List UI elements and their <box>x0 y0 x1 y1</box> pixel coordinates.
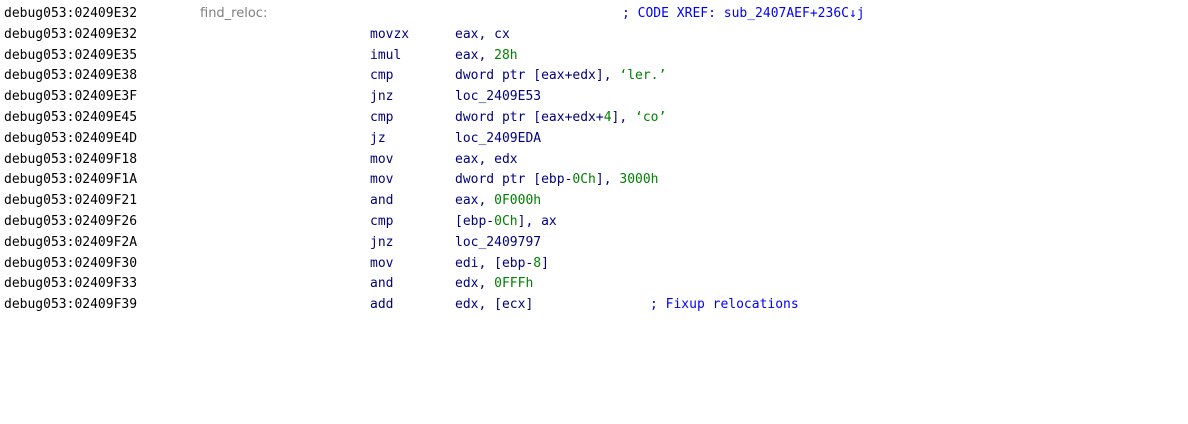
mnemonic[interactable]: jz <box>370 130 386 146</box>
operand-text[interactable]: edx, [ecx] <box>455 297 534 313</box>
operand-text[interactable]: ], ax <box>517 214 557 229</box>
disasm-line[interactable]: debug053:02409F33 and edx, 0FFFh <box>0 274 1188 294</box>
address[interactable]: debug053:02409E38 <box>4 68 138 84</box>
operands[interactable]: edx, [ecx] <box>455 295 533 315</box>
address[interactable]: debug053:02409E32 <box>4 6 138 21</box>
operand-text[interactable]: eax, edx <box>455 151 518 167</box>
numeric-operand[interactable]: 0Ch <box>494 214 518 229</box>
mnemonic[interactable]: cmp <box>370 214 394 229</box>
string-operand[interactable]: ‘ler.’ <box>619 68 667 84</box>
operand-text[interactable]: loc_2409E53 <box>455 89 542 105</box>
operand-text[interactable]: dword ptr [ebp- <box>455 172 573 188</box>
operands[interactable]: eax, 0F000h <box>455 191 541 211</box>
numeric-operand[interactable]: 28h <box>494 47 518 63</box>
mnemonic[interactable]: cmp <box>370 110 394 125</box>
operand-text[interactable]: ], <box>611 110 636 125</box>
operand-text[interactable]: edx, <box>455 276 495 292</box>
operands[interactable]: dword ptr [ebp-0Ch], 3000h <box>455 170 659 190</box>
mnemonic[interactable]: and <box>370 193 394 209</box>
string-operand[interactable]: ‘co’ <box>635 110 667 125</box>
mnemonic[interactable]: jnz <box>370 89 394 105</box>
address[interactable]: debug053:02409F1A <box>4 172 138 188</box>
operands[interactable]: [ebp-0Ch], ax <box>455 212 557 232</box>
code-label[interactable]: find_reloc: <box>200 4 267 24</box>
numeric-operand[interactable]: 0F000h <box>494 193 542 209</box>
mnemonic[interactable]: mov <box>370 255 394 271</box>
disasm-line[interactable]: debug053:02409E35 imul eax, 28h <box>0 46 1188 66</box>
operand-text[interactable]: loc_2409797 <box>455 234 542 250</box>
mnemonic[interactable]: jnz <box>370 234 394 250</box>
operands[interactable]: eax, cx <box>455 25 510 45</box>
numeric-operand[interactable]: 8 <box>533 255 542 271</box>
disasm-line[interactable]: debug053:02409E32 find_reloc: ; CODE XREF:… <box>0 4 1188 24</box>
disasm-line[interactable]: debug053:02409E38 cmp dword ptr [eax+edx],… <box>0 66 1188 86</box>
mnemonic[interactable]: imul <box>370 47 402 63</box>
disasm-line[interactable]: debug053:02409F39 add edx, [ecx] ; Fixup re… <box>0 295 1188 315</box>
disasm-line[interactable]: debug053:02409F26 cmp [ebp-0Ch], ax <box>0 212 1188 232</box>
disasm-line[interactable]: debug053:02409E32 movzx eax, cx <box>0 25 1188 45</box>
operand-text[interactable]: dword ptr [eax+edx], <box>455 68 620 84</box>
address[interactable]: debug053:02409F39 <box>4 297 138 313</box>
operands[interactable]: dword ptr [eax+edx], ‘ler.’ <box>455 66 666 86</box>
operands[interactable]: edi, [ebp-8] <box>455 254 549 274</box>
operand-text[interactable]: [ebp- <box>455 214 495 229</box>
disasm-line[interactable]: debug053:02409E3F jnz loc_2409E53 <box>0 87 1188 107</box>
address[interactable]: debug053:02409F33 <box>4 276 138 292</box>
operands[interactable]: edx, 0FFFh <box>455 274 533 294</box>
address[interactable]: debug053:02409E35 <box>4 47 138 63</box>
operands[interactable]: dword ptr [eax+edx+4], ‘co’ <box>455 108 666 128</box>
disasm-line[interactable]: debug053:02409F21 and eax, 0F000h <box>0 191 1188 211</box>
disasm-line[interactable]: debug053:02409E4D jz loc_2409EDA <box>0 129 1188 149</box>
operands[interactable]: eax, 28h <box>455 46 518 66</box>
numeric-operand[interactable]: 0Ch <box>572 172 596 188</box>
address[interactable]: debug053:02409F21 <box>4 193 138 209</box>
mnemonic[interactable]: cmp <box>370 68 394 84</box>
numeric-operand[interactable]: 4 <box>603 110 612 125</box>
address[interactable]: debug053:02409E45 <box>4 110 138 125</box>
address[interactable]: debug053:02409F18 <box>4 151 138 167</box>
operand-text[interactable]: edi, [ebp- <box>455 255 534 271</box>
operands[interactable]: loc_2409797 <box>455 233 541 253</box>
label-colon: : <box>262 6 268 21</box>
disasm-line[interactable]: debug053:02409F18 mov eax, edx <box>0 150 1188 170</box>
address[interactable]: debug053:02409F2A <box>4 234 138 250</box>
operand-text[interactable]: eax, <box>455 193 495 209</box>
mnemonic[interactable]: movzx <box>370 26 410 42</box>
numeric-operand[interactable]: 3000h <box>619 172 659 188</box>
mnemonic[interactable]: and <box>370 276 394 292</box>
disasm-line[interactable]: debug053:02409F1A mov dword ptr [ebp-0Ch],… <box>0 170 1188 190</box>
address[interactable]: debug053:02409E32 <box>4 26 138 42</box>
operands[interactable]: loc_2409E53 <box>455 87 541 107</box>
operand-text[interactable]: ] <box>541 255 549 271</box>
address[interactable]: debug053:02409F30 <box>4 255 138 271</box>
comment: ; Fixup relocations <box>650 297 799 313</box>
operand-text[interactable]: eax, cx <box>455 26 510 42</box>
operand-text[interactable]: loc_2409EDA <box>455 130 542 146</box>
comment: ; CODE XREF: sub_2407AEF+236C↓j <box>622 6 865 21</box>
operands[interactable]: loc_2409EDA <box>455 129 541 149</box>
numeric-operand[interactable]: 0FFFh <box>494 276 534 292</box>
disasm-line[interactable]: debug053:02409F2A jnz loc_2409797 <box>0 233 1188 253</box>
address[interactable]: debug053:02409E4D <box>4 130 138 146</box>
address[interactable]: debug053:02409F26 <box>4 214 138 229</box>
mnemonic[interactable]: add <box>370 297 394 313</box>
operand-text[interactable]: ], <box>595 172 620 188</box>
code-label-text[interactable]: find_reloc <box>200 6 263 21</box>
mnemonic[interactable]: mov <box>370 172 394 188</box>
disasm-line[interactable]: debug053:02409E45 cmp dword ptr [eax+edx+4… <box>0 108 1188 128</box>
operands[interactable]: eax, edx <box>455 150 518 170</box>
mnemonic[interactable]: mov <box>370 151 394 167</box>
disasm-line[interactable]: debug053:02409F30 mov edi, [ebp-8] <box>0 254 1188 274</box>
address[interactable]: debug053:02409E3F <box>4 89 138 105</box>
operand-text[interactable]: dword ptr [eax+edx+ <box>455 110 604 125</box>
operand-text[interactable]: eax, <box>455 47 495 63</box>
